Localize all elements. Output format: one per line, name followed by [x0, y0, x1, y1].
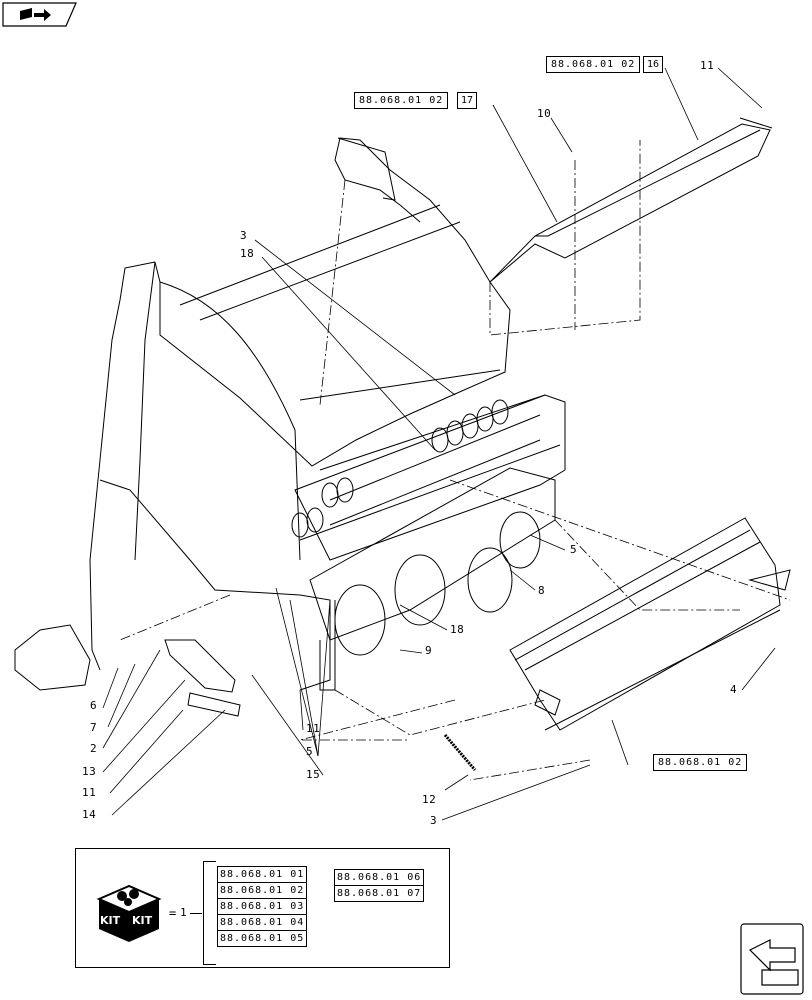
kit-list-col1: 88.068.01 01 88.068.01 02 88.068.01 03 8…: [217, 866, 308, 947]
kit-item-number: 1: [180, 906, 187, 919]
callout-3-upper: 3: [240, 229, 248, 242]
callout-11-mid: 11: [306, 722, 321, 735]
callout-8: 8: [538, 584, 546, 597]
ref-box-bottom-right[interactable]: 88.068.01 02: [653, 754, 748, 771]
top-nav-frame: [2, 2, 77, 27]
kit-ref-3[interactable]: 88.068.01 03: [218, 899, 307, 915]
kit-panel: KIT KIT = 1 88.068.01 01 88.068.01 02 88…: [75, 848, 450, 968]
bracket-13: [164, 639, 236, 693]
callout-5-mid: 5: [306, 745, 314, 758]
kit-box-icon: KIT KIT: [94, 874, 164, 944]
ref-box-top-right[interactable]: 88.068.01 02: [546, 56, 641, 73]
next-page-arrow-icon: [740, 923, 804, 995]
bearing-left: [534, 689, 561, 716]
leader-lines: [102, 67, 776, 821]
lower-frame: [99, 479, 331, 691]
lower-right-assembly: [509, 517, 781, 731]
kit-connector: [190, 913, 202, 914]
callout-13: 13: [82, 765, 97, 778]
guard-16: [489, 123, 771, 283]
kit-label-right: KIT: [132, 914, 153, 927]
callout-12: 12: [422, 793, 437, 806]
drum-disc-1: [334, 584, 386, 656]
roller-housing: [294, 394, 566, 561]
callout-11-top: 11: [700, 59, 715, 72]
explode-lines: [119, 140, 791, 781]
callout-4: 4: [730, 683, 738, 696]
side-plate-front: [159, 281, 301, 561]
callout-6: 6: [90, 699, 98, 712]
kit-ref-7[interactable]: 88.068.01 07: [337, 888, 422, 899]
ref-box-top-mid[interactable]: 88.068.01 02: [354, 92, 449, 109]
kit-label-left: KIT: [100, 914, 121, 927]
callout-15: 15: [306, 768, 321, 781]
kit-ref-1[interactable]: 88.068.01 01: [218, 867, 307, 883]
kit-ref-5[interactable]: 88.068.01 05: [220, 933, 305, 944]
book-arrow-icon[interactable]: [18, 7, 52, 23]
kit-equals: =: [169, 906, 177, 920]
callout-11-bottom: 11: [82, 786, 97, 799]
callout-3-lower: 3: [430, 814, 438, 827]
plate-14: [187, 692, 241, 717]
drum-disc-4: [499, 511, 541, 569]
callout-18-upper: 18: [240, 247, 255, 260]
left-frame-post: [89, 261, 156, 671]
drum-disc-3: [467, 547, 513, 613]
kit-ref-2[interactable]: 88.068.01 02: [218, 883, 307, 899]
bearing-right: [748, 569, 791, 591]
callout-14: 14: [82, 808, 97, 821]
drum-disc-2: [394, 554, 446, 626]
callout-9: 9: [425, 644, 433, 657]
front-hitch: [14, 624, 91, 691]
ref-index-17: 17: [457, 92, 478, 109]
kit-bracket: [203, 861, 216, 965]
spring-12: [443, 734, 477, 771]
callout-2: 2: [90, 742, 98, 755]
ref-index-16: 16: [643, 56, 664, 73]
callout-18-lower: 18: [450, 623, 465, 636]
kit-ref-6[interactable]: 88.068.01 06: [335, 870, 424, 886]
callout-5-right: 5: [570, 543, 578, 556]
kit-list-col2: 88.068.01 06 88.068.01 07: [334, 869, 425, 902]
kit-ref-4[interactable]: 88.068.01 04: [218, 915, 307, 931]
callout-10: 10: [537, 107, 552, 120]
callout-7: 7: [90, 721, 98, 734]
side-plate-rear: [154, 137, 511, 467]
rollers: [291, 399, 509, 538]
